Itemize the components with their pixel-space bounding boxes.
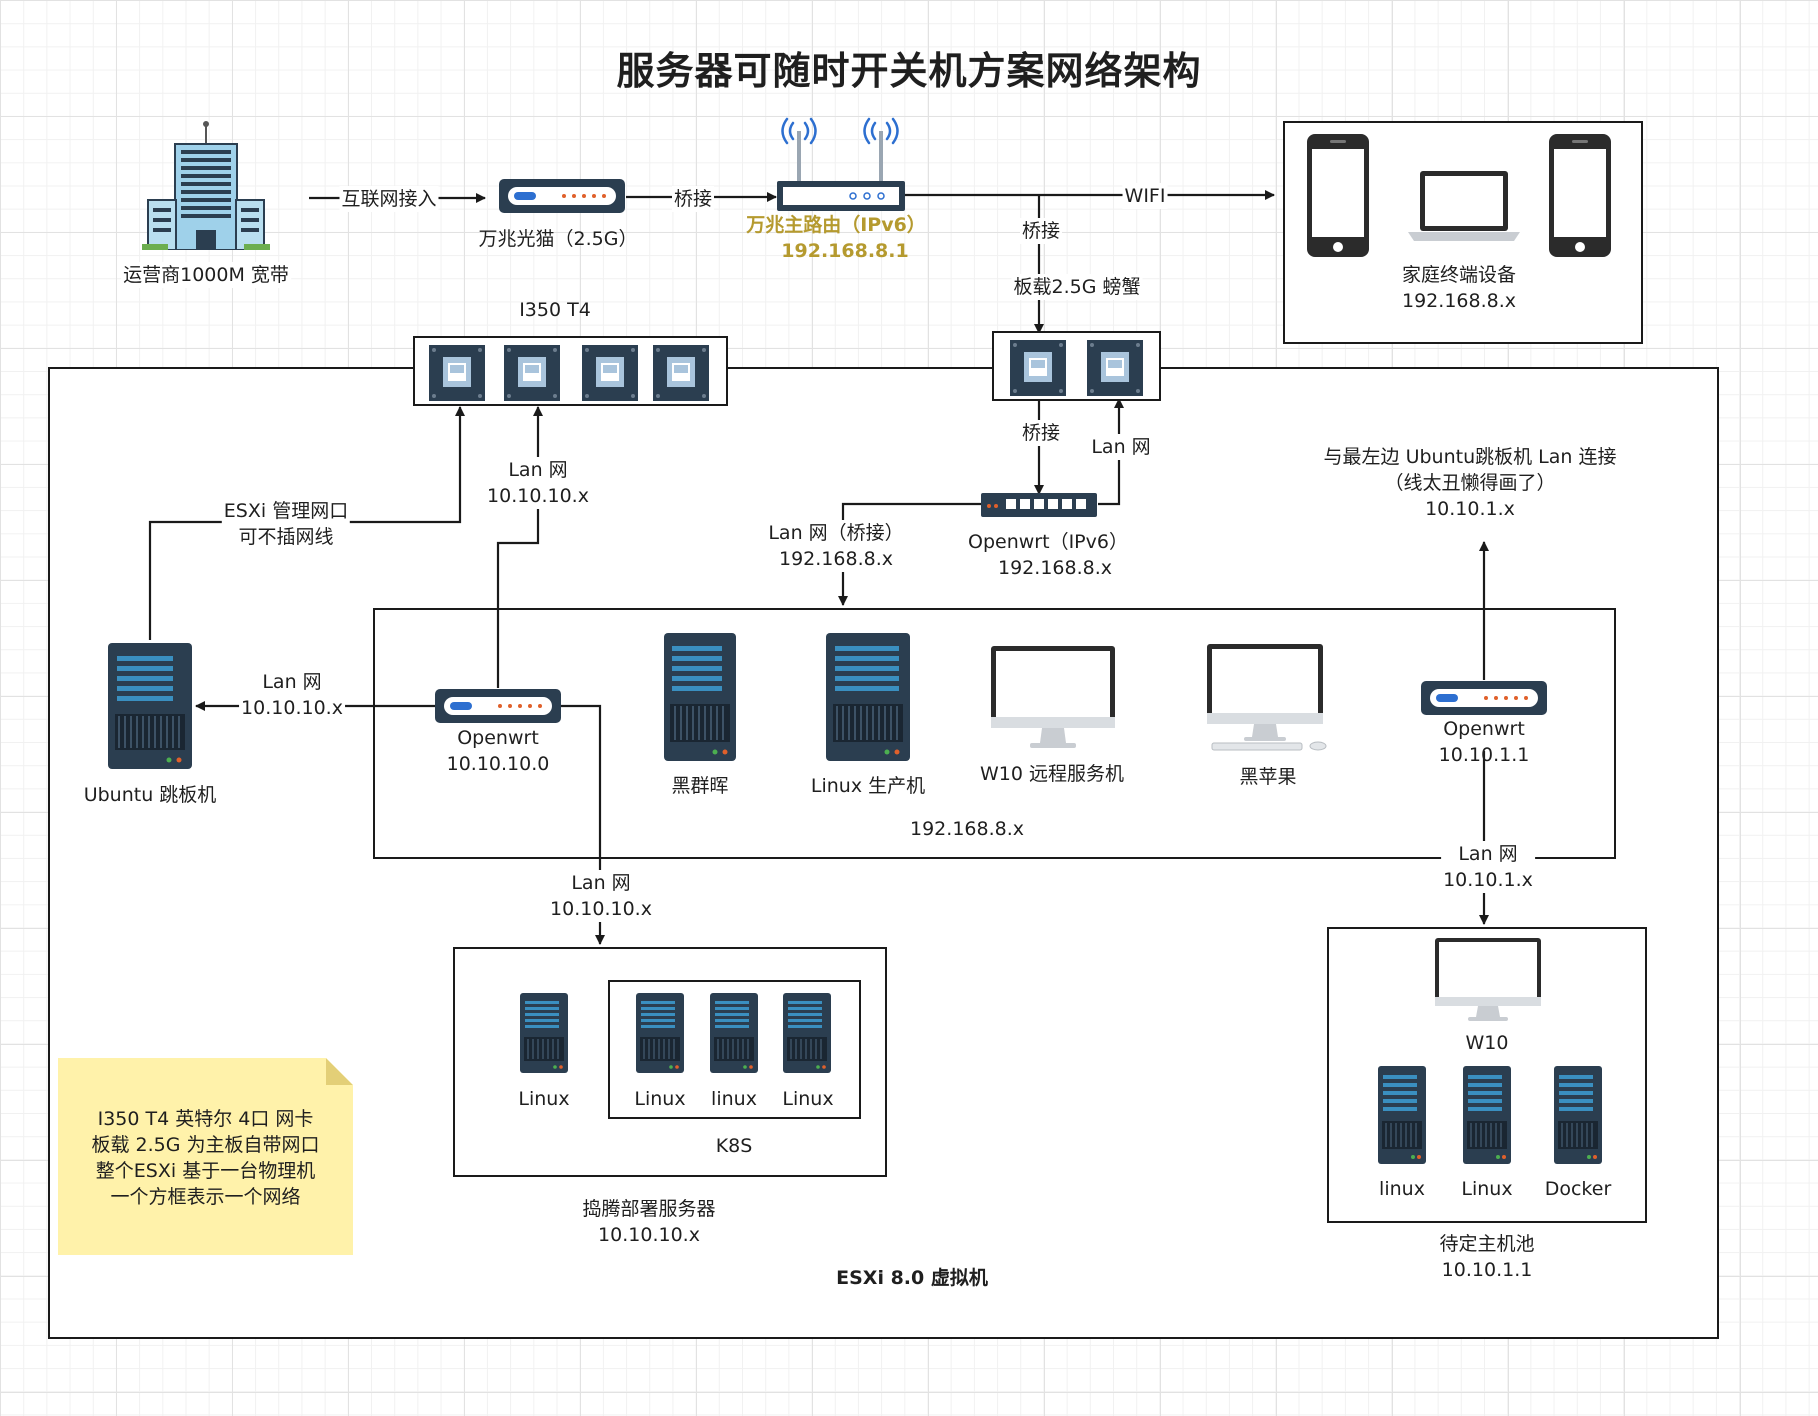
k8s-node-label-2: Linux xyxy=(782,1088,834,1110)
wire-openwrt-toss xyxy=(560,704,605,945)
note-line-3: 一个方框表示一个网络 xyxy=(110,1186,301,1208)
toss-linux-label: Linux xyxy=(518,1088,570,1110)
pool-box-label: 待定主机池 xyxy=(1439,1233,1535,1255)
k8s-node-label-1: linux xyxy=(711,1088,757,1110)
k8s-node-icon xyxy=(636,993,684,1073)
home-devices-ip: 192.168.8.x xyxy=(1402,290,1516,312)
linux-server-icon xyxy=(520,993,568,1073)
modem-label: 万兆光猫（2.5G） xyxy=(478,228,638,250)
k8s-node-icon xyxy=(783,993,831,1073)
pool-w10-label: W10 xyxy=(1465,1032,1509,1054)
docker-server-icon xyxy=(1554,1066,1602,1164)
nic-i350-t4 xyxy=(413,336,728,406)
linux-server-icon xyxy=(1378,1066,1426,1164)
esxi-mgmt-link-label: ESXi 管理网口可不插网线 xyxy=(221,498,351,550)
home-devices-label: 家庭终端设备 xyxy=(1401,264,1517,286)
main-router-name: 万兆主路由（IPv6） xyxy=(746,214,926,236)
smartphone-icon xyxy=(1549,134,1611,257)
toss-box-subnet: 10.10.10.x xyxy=(598,1224,700,1246)
k8s-node-label-0: Linux xyxy=(634,1088,686,1110)
openwrt-router-icon xyxy=(1421,681,1547,715)
nic-onboard-realtek xyxy=(992,331,1161,401)
diagram-title: 服务器可随时开关机方案网络架构 xyxy=(616,49,1202,93)
linux-server-icon xyxy=(1463,1066,1511,1164)
office-building-icon xyxy=(142,121,270,250)
lan8-device-label-3: 黑苹果 xyxy=(1239,766,1297,788)
lan8-device-label-2: W10 远程服务机 xyxy=(979,763,1125,785)
toss-server-box xyxy=(453,947,887,1177)
openwrt-main-ip: 192.168.8.x xyxy=(998,557,1112,579)
optical-modem-icon xyxy=(499,179,625,213)
ubuntu-connect-note: 与最左边 Ubuntu跳板机 Lan 连接（线太丑懒得画了）10.10.1.x xyxy=(1323,446,1617,520)
wifi-link-label: WIFI xyxy=(1122,183,1168,209)
openwrt-switch-icon xyxy=(981,493,1097,517)
ethernet-port-icon xyxy=(504,345,560,401)
openwrt-right-ip: 10.10.1.1 xyxy=(1438,744,1530,766)
ethernet-port-icon xyxy=(582,345,638,401)
ethernet-port-icon xyxy=(1010,340,1066,396)
openwrt-right-name: Openwrt xyxy=(1443,718,1525,740)
k8s-label: K8S xyxy=(715,1135,753,1157)
note-line-1: 板载 2.5G 为主板自带网口 xyxy=(91,1134,320,1156)
lan8-subnet-label: 192.168.8.x xyxy=(910,818,1024,840)
lan-up-link-label: Lan 网 xyxy=(1089,434,1153,460)
openwrt-left-name: Openwrt xyxy=(457,727,539,749)
k8s-node-icon xyxy=(710,993,758,1073)
openwrt-main-name: Openwrt（IPv6） xyxy=(968,531,1128,553)
isp-label: 运营商1000M 宽带 xyxy=(121,262,291,288)
lan8-device-label-1: Linux 生产机 xyxy=(810,775,926,797)
monitor-icon xyxy=(991,646,1115,748)
ubuntu-label: Ubuntu 跳板机 xyxy=(83,784,217,806)
synology-nas-icon xyxy=(664,633,736,761)
wire-openwrt-t4 xyxy=(496,406,543,688)
pool-box-subnet: 10.10.1.1 xyxy=(1441,1259,1533,1281)
linux-server-icon xyxy=(826,633,910,761)
pool-host-label-1: Linux xyxy=(1461,1178,1513,1200)
bridge-link-label-2: 桥接 xyxy=(1019,218,1063,244)
openwrt-left-ip: 10.10.10.0 xyxy=(446,753,550,775)
note-line-0: I350 T4 英特尔 4口 网卡 xyxy=(97,1108,314,1130)
ethernet-port-icon xyxy=(653,345,709,401)
pool-host-label-2: Docker xyxy=(1544,1178,1612,1200)
main-router-ip: 192.168.8.1 xyxy=(781,240,909,262)
ethernet-port-icon xyxy=(429,345,485,401)
pool-host-label-0: linux xyxy=(1379,1178,1425,1200)
k8s-box xyxy=(608,980,861,1119)
w10-monitor-icon xyxy=(1435,938,1541,1021)
bridge-link-label-3: 桥接 xyxy=(1019,420,1063,446)
bridge-link-label-1: 桥接 xyxy=(671,186,715,212)
laptop-icon xyxy=(1408,171,1520,241)
lan-192-box xyxy=(373,608,1616,859)
host-pool-box xyxy=(1327,927,1647,1223)
server-tower-icon xyxy=(108,643,192,769)
t4-nic-label: I350 T4 xyxy=(519,299,591,321)
lan8-device-label-0: 黑群晖 xyxy=(671,775,729,797)
internet-link-label: 互联网接入 xyxy=(339,186,439,212)
note-line-2: 整个ESXi 基于一台物理机 xyxy=(95,1160,316,1182)
imac-icon xyxy=(1207,644,1327,751)
esxi-label: ESXi 8.0 虚拟机 xyxy=(836,1267,988,1289)
toss-box-label: 捣腾部署服务器 xyxy=(582,1198,716,1220)
onboard-nic-label: 板载2.5G 螃蟹 xyxy=(1011,274,1143,300)
ethernet-port-icon xyxy=(1087,340,1143,396)
lan-bridge-link-label: Lan 网（桥接）192.168.8.x xyxy=(766,520,906,572)
main-router-icon xyxy=(777,117,905,211)
smartphone-icon xyxy=(1307,134,1369,257)
sticky-note: I350 T4 英特尔 4口 网卡 板载 2.5G 为主板自带网口 整个ESXi… xyxy=(58,1058,353,1255)
openwrt-router-icon xyxy=(435,689,561,723)
